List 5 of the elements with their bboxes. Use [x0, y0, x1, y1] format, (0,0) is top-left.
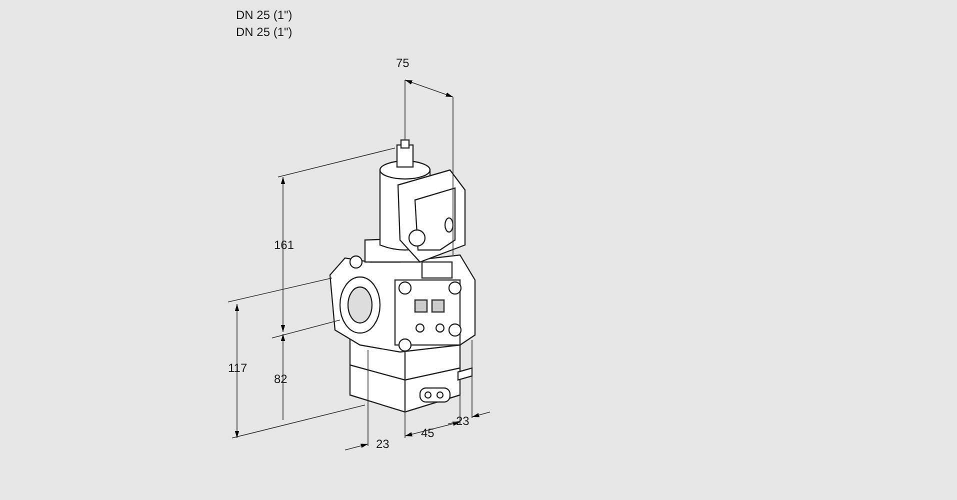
size-heading: DN 25 (1") [236, 25, 292, 39]
dimension-label: 75 [396, 56, 410, 70]
size-heading: DN 25 (1") [236, 8, 292, 22]
dimension-label: 23 [376, 437, 390, 451]
dimension-label: 45 [421, 426, 434, 440]
